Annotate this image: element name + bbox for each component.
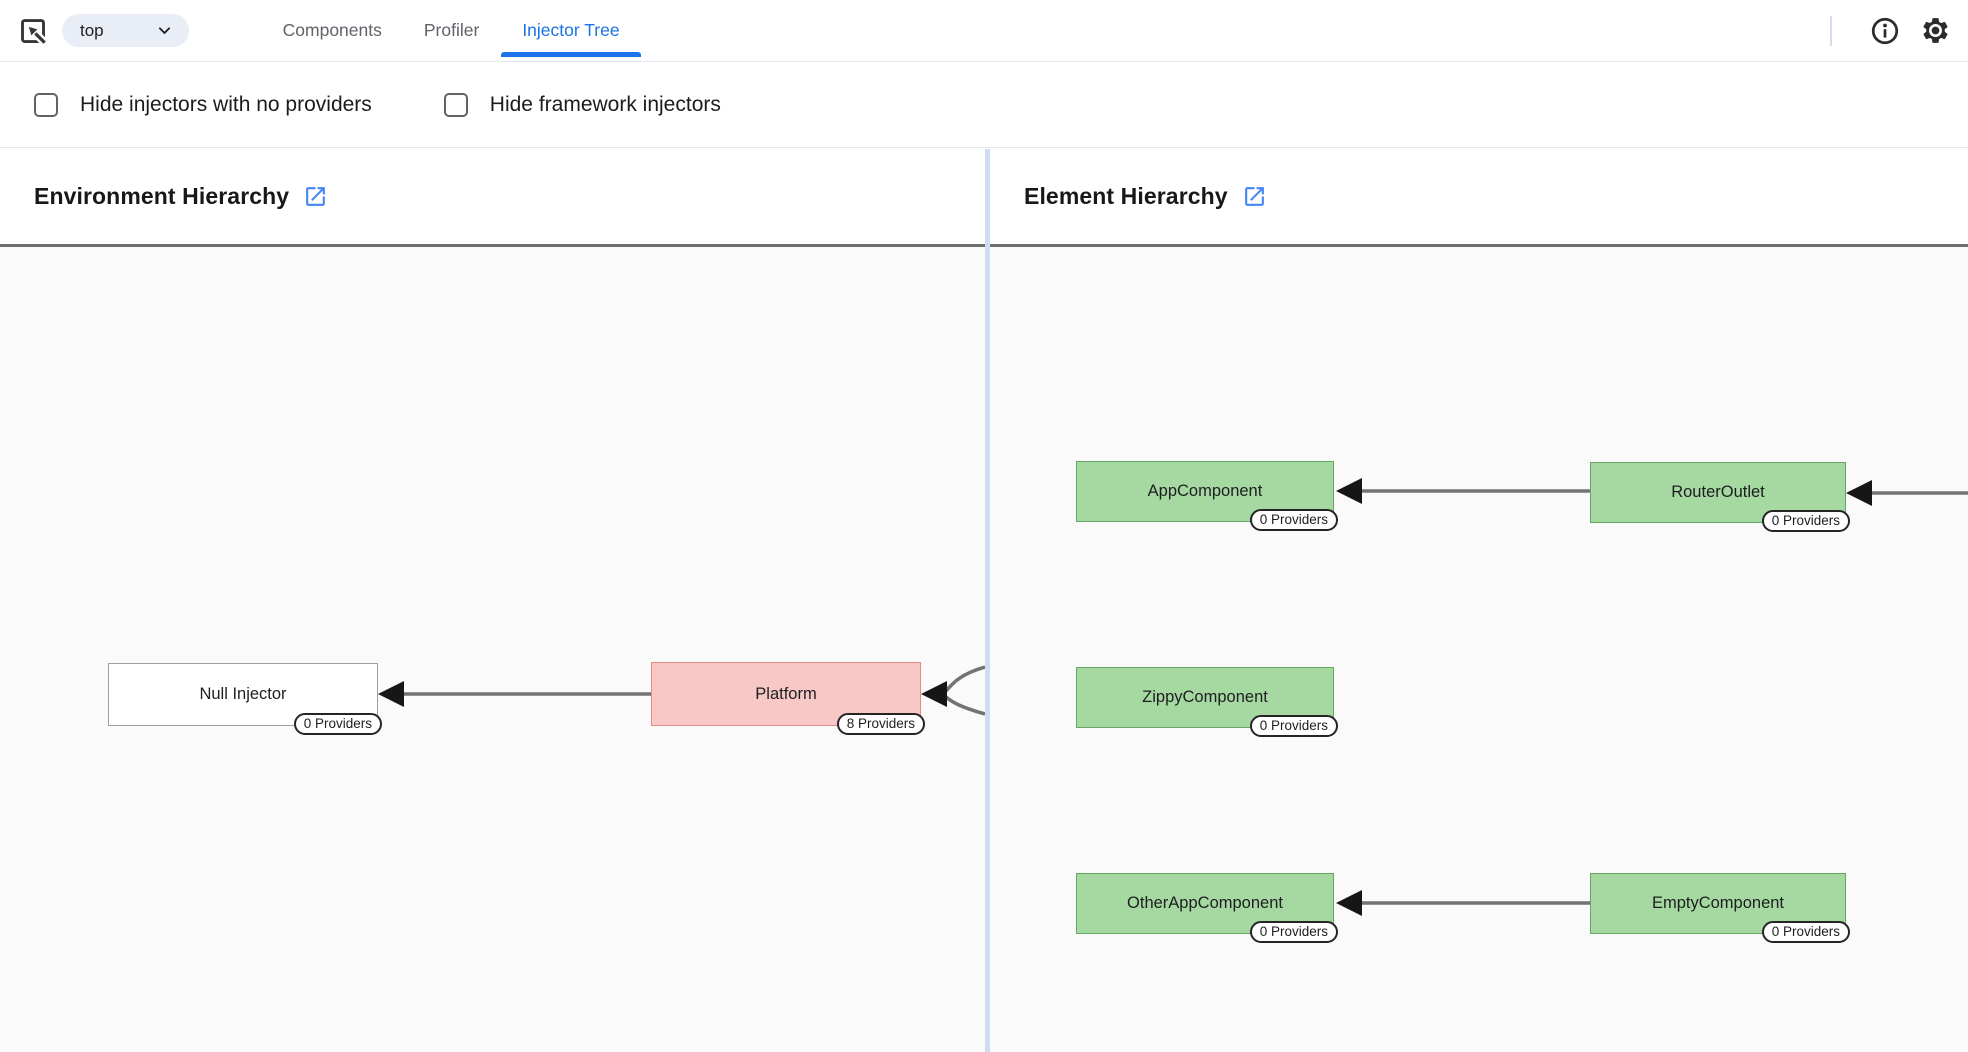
open-in-new-icon[interactable]	[1242, 184, 1267, 209]
injector-node-label: Platform	[755, 684, 817, 703]
tab-components[interactable]: Components	[282, 20, 382, 40]
environment-hierarchy-title: Environment Hierarchy	[34, 183, 290, 209]
injector-node-label: OtherAppComponent	[1127, 894, 1283, 912]
filter-hide-no-providers[interactable]: Hide injectors with no providers	[34, 92, 372, 117]
injector-node-label: Null Injector	[199, 685, 287, 703]
injector-node-platform[interactable]: Platform 8 Providers	[651, 662, 925, 735]
injector-node-label: EmptyComponent	[1651, 894, 1785, 912]
element-edges	[1336, 478, 1968, 916]
providers-badge: 0 Providers	[1249, 509, 1338, 531]
injector-node-emptycomponent[interactable]: EmptyComponent 0 Providers	[1590, 873, 1850, 943]
providers-badge: 0 Providers	[1761, 510, 1850, 532]
inspect-element-icon[interactable]	[16, 14, 50, 48]
providers-badge: 8 Providers	[836, 713, 925, 735]
element-hierarchy-header: Element Hierarchy	[990, 149, 1968, 247]
filter-hide-framework[interactable]: Hide framework injectors	[443, 92, 721, 117]
frame-selector-dropdown[interactable]: top	[62, 14, 189, 47]
info-icon[interactable]	[1868, 14, 1902, 48]
hide-no-providers-checkbox[interactable]	[34, 92, 58, 117]
settings-gear-icon[interactable]	[1918, 14, 1952, 48]
hide-framework-checkbox[interactable]	[443, 92, 468, 117]
toolbar: top Components Profiler Injector Tree	[0, 0, 1968, 62]
toolbar-separator	[1830, 15, 1832, 46]
providers-badge: 0 Providers	[1249, 715, 1338, 737]
element-hierarchy-title: Element Hierarchy	[1024, 183, 1228, 209]
element-hierarchy-graph[interactable]: AppComponent 0 Providers RouterOutlet 0 …	[990, 247, 1968, 1052]
providers-badge: 0 Providers	[1761, 921, 1850, 943]
injector-tree-split: Environment Hierarchy Null Injector	[0, 149, 1968, 1052]
providers-badge: 0 Providers	[1249, 921, 1338, 943]
injector-node-label: RouterOutlet	[1671, 483, 1765, 501]
environment-hierarchy-header: Environment Hierarchy	[0, 149, 985, 247]
hide-framework-label: Hide framework injectors	[489, 92, 721, 116]
chevron-down-icon	[156, 22, 173, 39]
element-hierarchy-panel: Element Hierarchy AppComponent	[990, 149, 1968, 1052]
panel-divider[interactable]	[985, 149, 990, 1052]
tab-injector-tree[interactable]: Injector Tree	[501, 0, 641, 61]
injector-node-otherappcomponent[interactable]: OtherAppComponent 0 Providers	[1076, 873, 1338, 943]
environment-hierarchy-graph[interactable]: Null Injector 0 Providers Platform 8 Pro…	[0, 247, 985, 1052]
environment-edges	[378, 665, 985, 716]
toolbar-right	[1830, 14, 1952, 48]
injector-node-label: AppComponent	[1147, 482, 1263, 500]
tab-profiler[interactable]: Profiler	[423, 20, 480, 40]
providers-badge: 0 Providers	[293, 713, 382, 735]
environment-hierarchy-panel: Environment Hierarchy Null Injector	[0, 149, 985, 1052]
tab-bar: Components Profiler Injector Tree	[283, 0, 641, 61]
open-in-new-icon[interactable]	[303, 184, 328, 209]
frame-selector-value: top	[80, 20, 104, 40]
injector-node-appcomponent[interactable]: AppComponent 0 Providers	[1076, 461, 1338, 531]
filters-row: Hide injectors with no providers Hide fr…	[0, 62, 1968, 148]
injector-node-zippycomponent[interactable]: ZippyComponent 0 Providers	[1076, 667, 1338, 737]
injector-node-routeroutlet[interactable]: RouterOutlet 0 Providers	[1590, 462, 1850, 532]
injector-node-label: ZippyComponent	[1142, 688, 1268, 706]
injector-node-null-injector[interactable]: Null Injector 0 Providers	[108, 663, 382, 735]
hide-no-providers-label: Hide injectors with no providers	[80, 92, 372, 116]
